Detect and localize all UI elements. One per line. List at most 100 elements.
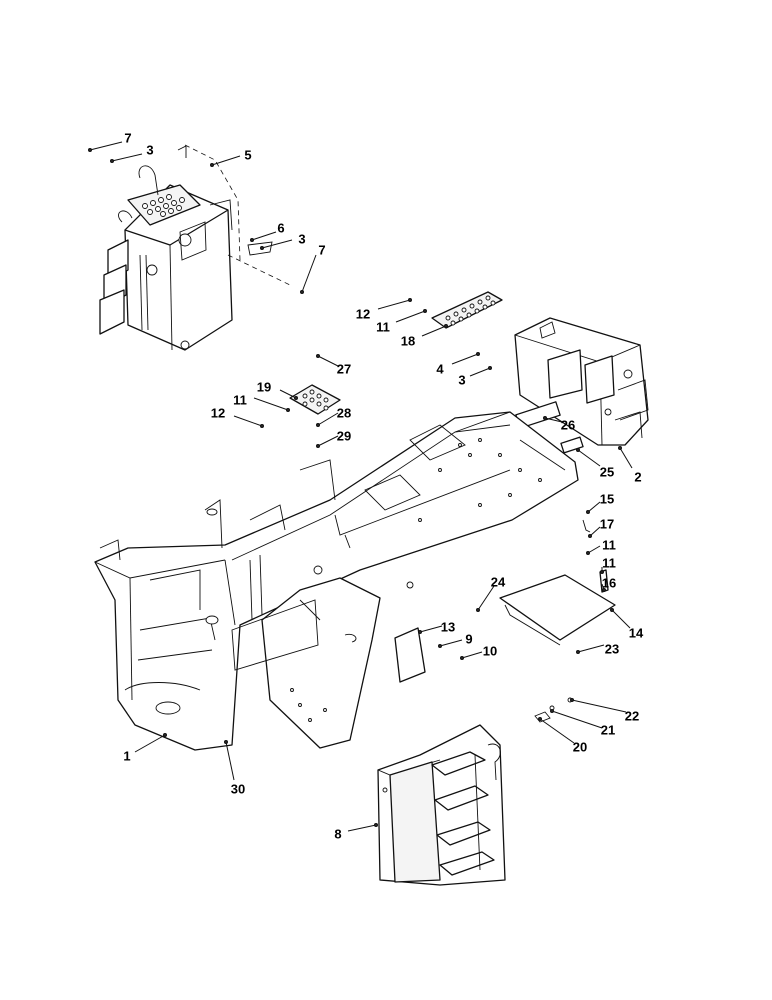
callout-number-4: 4: [436, 361, 444, 376]
callout-arrowhead: [538, 717, 543, 722]
step-plate-19: [289, 384, 341, 415]
callout-leader-2: [619, 447, 633, 469]
callout-arrowhead: [576, 650, 581, 655]
cover-plate-13: [394, 627, 426, 683]
callout-number-19: 19: [257, 379, 271, 394]
callout-arrowhead: [475, 608, 480, 613]
callout-arrowhead: [576, 447, 581, 452]
rear-counterweight: [514, 317, 649, 446]
callout-leader-26: [544, 417, 563, 423]
callout-arrowhead: [422, 308, 427, 313]
callout-number-10: 10: [483, 643, 497, 658]
callout-number-3: 3: [146, 142, 153, 157]
callout-leader-28: [317, 412, 339, 426]
callout-number-18: 18: [401, 333, 415, 348]
callout-number-29: 29: [337, 428, 351, 443]
callout-leader-7: [89, 141, 123, 151]
callout-leader-21: [551, 710, 603, 729]
callout-arrowhead: [588, 534, 593, 539]
callout-arrowhead: [459, 656, 464, 661]
callout-leader-27: [317, 355, 339, 367]
callout-number-8: 8: [334, 826, 341, 841]
callout-arrowhead: [315, 422, 320, 427]
callout-arrowhead: [259, 423, 264, 428]
step-plate-18: [431, 291, 503, 329]
callout-arrowhead: [586, 509, 591, 514]
callout-arrowhead: [315, 443, 320, 448]
callout-leader-7: [301, 254, 317, 293]
callout-arrowhead: [618, 445, 623, 450]
callout-number-3: 3: [298, 231, 305, 246]
callout-arrowhead: [285, 407, 290, 412]
callout-number-28: 28: [337, 405, 351, 420]
callout-number-6: 6: [277, 220, 284, 235]
callout-arrowhead: [407, 297, 412, 302]
callout-number-12: 12: [356, 306, 370, 321]
latch-16: [599, 569, 609, 593]
callout-number-21: 21: [601, 722, 615, 737]
callout-leader-11: [253, 397, 289, 411]
callout-arrowhead: [299, 289, 304, 294]
callout-leader-13: [419, 625, 443, 633]
callout-leader-1: [134, 734, 166, 753]
access-cover-14: [499, 574, 616, 646]
callout-arrowhead: [249, 237, 254, 242]
callout-arrowhead: [475, 351, 480, 356]
callout-leader-30: [225, 741, 235, 781]
callout-arrowhead: [417, 630, 422, 635]
callout-arrowhead: [373, 823, 378, 828]
callout-arrowhead: [259, 245, 264, 250]
callout-leader-9: [439, 639, 463, 647]
pin-15: [582, 519, 591, 533]
callout-number-24: 24: [491, 574, 506, 589]
callout-leader-12: [233, 415, 263, 427]
callout-arrowhead: [586, 551, 591, 556]
callout-number-12: 12: [211, 405, 225, 420]
callout-number-2: 2: [634, 469, 641, 484]
callout-leader-19: [279, 389, 297, 399]
callout-leader-11: [395, 310, 426, 323]
callout-leader-3: [111, 153, 143, 162]
main-frame: [94, 411, 579, 751]
callout-arrowhead: [443, 323, 448, 328]
callout-leader-5: [211, 155, 241, 166]
callout-arrowhead: [315, 353, 320, 358]
callout-arrowhead: [487, 365, 492, 370]
callout-number-20: 20: [573, 739, 587, 754]
callout-number-7: 7: [318, 242, 325, 257]
callout-number-30: 30: [231, 781, 245, 796]
callout-number-9: 9: [465, 631, 472, 646]
step-tank-assembly: [99, 144, 291, 351]
callout-leader-14: [611, 609, 631, 629]
callout-arrowhead: [88, 147, 93, 152]
callout-leader-3: [261, 239, 293, 249]
lower-step-assembly: [377, 724, 506, 886]
callout-leader-29: [317, 435, 339, 447]
callout-arrowhead: [110, 158, 115, 163]
callout-arrowhead: [209, 162, 214, 167]
callout-number-5: 5: [244, 147, 251, 162]
callout-number-1: 1: [123, 748, 130, 763]
callout-number-25: 25: [600, 464, 614, 479]
callout-arrowhead: [223, 740, 228, 745]
callout-leader-24: [477, 585, 495, 611]
callout-arrowhead: [543, 415, 548, 420]
callout-number-11: 11: [602, 537, 616, 552]
callout-number-27: 27: [337, 361, 351, 376]
callout-leader-15: [587, 501, 601, 513]
callout-leader-10: [461, 651, 483, 659]
callout-number-16: 16: [602, 575, 616, 590]
callout-leader-3: [469, 367, 491, 377]
callout-arrowhead: [610, 608, 615, 613]
callout-arrowhead: [437, 644, 442, 649]
callout-leader-8: [347, 824, 377, 832]
bar-25: [560, 436, 584, 454]
callout-arrowhead: [570, 698, 575, 703]
callout-leader-6: [251, 231, 277, 241]
callout-arrowhead: [162, 733, 167, 738]
callout-leader-23: [577, 644, 605, 653]
callout-leader-11: [587, 545, 601, 554]
callout-number-14: 14: [629, 625, 644, 640]
callout-leader-25: [577, 449, 601, 467]
